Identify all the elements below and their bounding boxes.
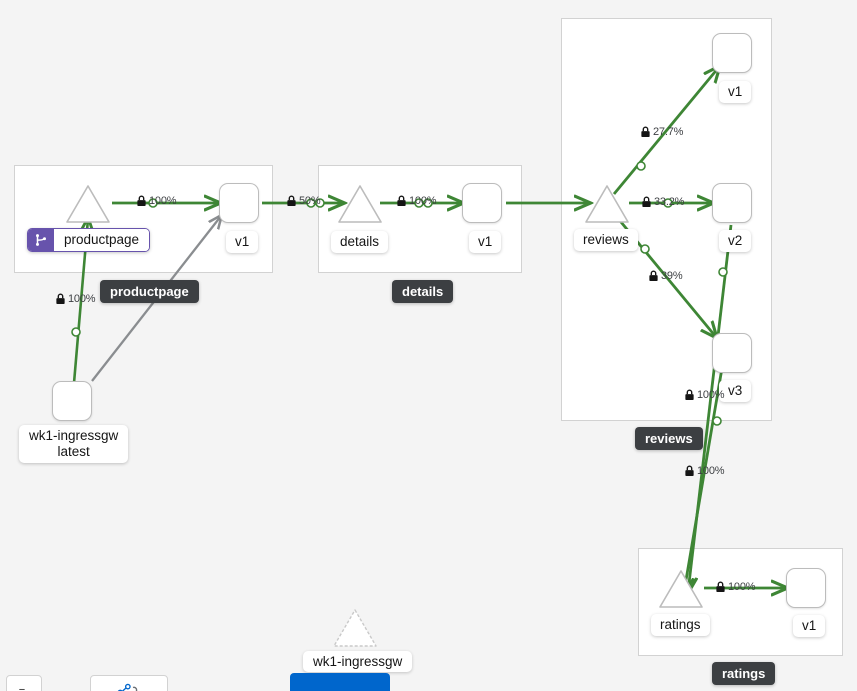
edge-label-ingress-to-productpage: 100% (55, 293, 96, 305)
node-wk1-ingressgw[interactable] (52, 381, 92, 421)
triangle-shape (659, 570, 703, 608)
node-ratings-service[interactable] (657, 568, 705, 615)
node-label-reviews-v2: v2 (719, 230, 752, 252)
node-reviews-v3[interactable] (712, 333, 752, 373)
zoom-out-button[interactable]: − (6, 675, 42, 691)
edge-pct: 100% (149, 195, 177, 207)
edge-pct: 50% (299, 195, 321, 207)
node-productpage-v1[interactable] (219, 183, 259, 223)
edge-label-reviews-svc-to-v2: 33.2% (641, 196, 684, 208)
edge-pct: 33.2% (654, 196, 685, 208)
triangle-shape (66, 185, 110, 223)
edge-label-details-svc-to-v1: 100% (396, 195, 437, 207)
edge-pct: 100% (697, 465, 725, 477)
lock-icon (642, 196, 651, 208)
fit-graph-icon (117, 683, 138, 691)
lock-icon (397, 195, 406, 207)
node-productpage-service[interactable] (64, 183, 112, 230)
node-details-v1[interactable] (462, 183, 502, 223)
lock-icon (56, 293, 65, 305)
node-label-reviews-v3: v3 (719, 380, 752, 402)
node-label-wk1-ingressgw-line1: wk1-ingressgw (29, 428, 119, 443)
node-reviews-service[interactable] (583, 183, 631, 230)
node-ratings-v1[interactable] (786, 568, 826, 608)
primary-action-button[interactable] (290, 673, 390, 691)
node-label-ratings-v1: v1 (793, 615, 826, 637)
edge-pct: 100% (409, 195, 437, 207)
edge-label-reviews-svc-to-v3: 39% (648, 270, 683, 282)
badge-virtual-service-productpage[interactable]: productpage (27, 228, 151, 252)
edge-label-reviews-v3-to-ratings: 100% (684, 389, 725, 401)
edge-label-productpage-svc-to-v1: 100% (136, 195, 177, 207)
node-ghost-wk1-ingressgw (331, 607, 379, 654)
tooltip-details: details (392, 280, 454, 303)
node-label-ratings-service: ratings (651, 614, 710, 636)
lock-icon (685, 389, 694, 401)
tooltip-reviews: reviews (635, 427, 703, 450)
edge-label-productpage-v1-to-details: 50% (286, 195, 321, 207)
node-label-wk1-ingressgw: wk1-ingressgw latest (19, 425, 129, 463)
edge-label-ratings-svc-to-v1: 100% (715, 581, 756, 593)
lock-icon (641, 126, 650, 138)
node-label-reviews-service: reviews (574, 229, 638, 251)
graph-toolbar[interactable]: − (0, 672, 857, 691)
lock-icon (716, 581, 725, 593)
triangle-shape (338, 185, 382, 223)
virtual-service-icon (28, 229, 54, 251)
node-label-productpage-v1: v1 (226, 231, 259, 253)
node-label-productpage-service: productpage (54, 229, 150, 251)
lock-icon (649, 270, 658, 282)
node-label-wk1-ingressgw-line2: latest (57, 444, 90, 459)
lock-icon (137, 195, 146, 207)
edge-pct: 100% (697, 389, 725, 401)
edge-pct: 27.7% (653, 126, 684, 138)
lock-icon (685, 465, 694, 477)
edge-pct: 39% (661, 270, 683, 282)
node-label-reviews-v1: v1 (719, 81, 752, 103)
triangle-shape (585, 185, 629, 223)
node-details-service[interactable] (336, 183, 384, 230)
edge-label-reviews-v2-to-ratings: 100% (684, 465, 725, 477)
tooltip-productpage: productpage (100, 280, 199, 303)
edge-pct: 100% (728, 581, 756, 593)
lock-icon (287, 195, 296, 207)
edge-pct: 100% (68, 293, 96, 305)
fit-to-screen-button[interactable] (90, 675, 168, 691)
node-label-details-service: details (331, 231, 389, 253)
node-label-details-v1: v1 (469, 231, 502, 253)
node-label-ghost-wk1-ingressgw: wk1-ingressgw (303, 651, 413, 672)
edge-label-reviews-svc-to-v1: 27.7% (640, 126, 683, 138)
node-reviews-v2[interactable] (712, 183, 752, 223)
node-reviews-v1[interactable] (712, 33, 752, 73)
tooltip-ratings: ratings (712, 662, 776, 685)
zoom-out-icon: − (18, 684, 26, 691)
triangle-dashed-shape (333, 609, 377, 647)
